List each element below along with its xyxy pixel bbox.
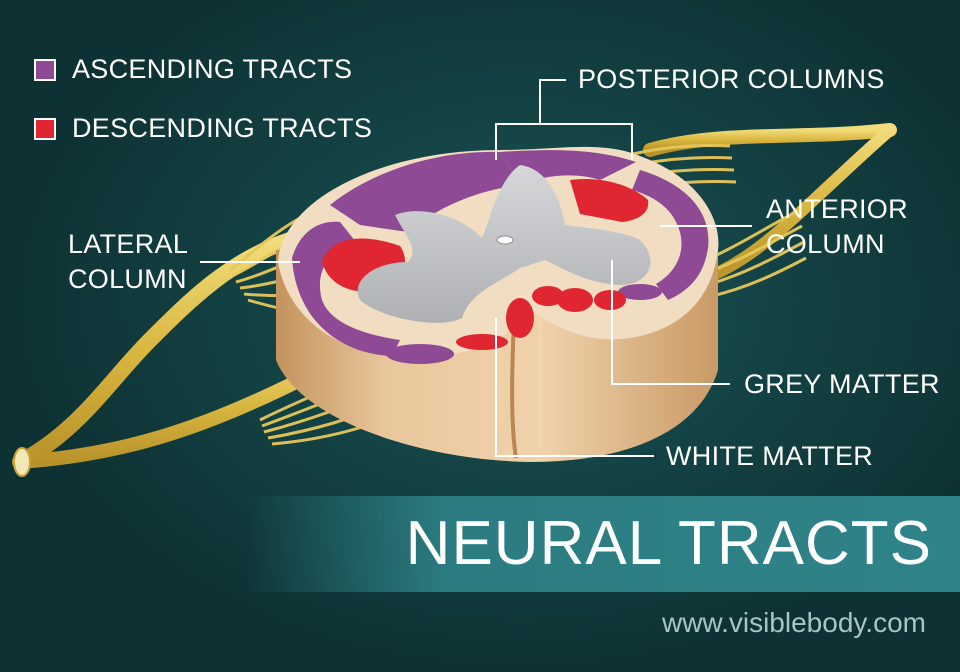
legend-descending: DESCENDING TRACTS xyxy=(34,113,372,144)
page-title: NEURAL TRACTS xyxy=(405,509,932,578)
label-grey-matter: GREY MATTER xyxy=(744,369,940,399)
title-banner xyxy=(246,496,960,592)
ascending-tracts xyxy=(292,150,709,364)
descending-swatch xyxy=(34,117,56,140)
label-lateral-line2: COLUMN xyxy=(68,264,187,294)
legend-ascending: ASCENDING TRACTS xyxy=(34,54,352,85)
legend-ascending-label: ASCENDING TRACTS xyxy=(72,54,353,84)
label-anterior-line2: COLUMN xyxy=(766,229,885,259)
label-anterior-line1: ANTERIOR xyxy=(766,194,908,224)
legend-descending-label: DESCENDING TRACTS xyxy=(72,113,373,143)
label-white-matter: WHITE MATTER xyxy=(666,441,874,471)
spinal-cord-cross-section xyxy=(276,146,719,462)
label-lateral-line1: LATERAL xyxy=(68,229,189,259)
ascending-swatch xyxy=(34,58,56,81)
label-posterior-columns: POSTERIOR COLUMNS xyxy=(578,64,885,94)
leader-lines xyxy=(200,79,752,457)
site-url[interactable]: www.visiblebody.com xyxy=(661,607,926,638)
